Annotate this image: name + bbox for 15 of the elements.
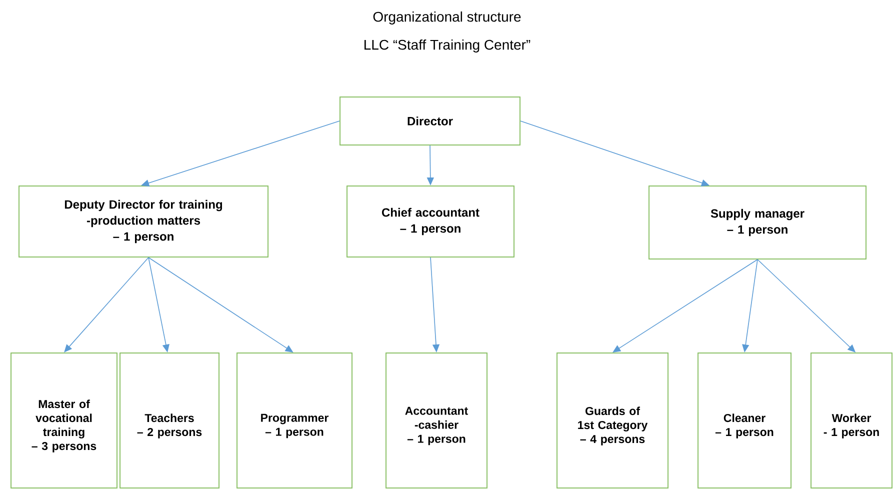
arrow <box>64 257 149 352</box>
title: Organizational structure <box>373 11 521 25</box>
arrow <box>612 259 758 352</box>
org-box: Worker - 1 person <box>810 352 892 488</box>
org-box: Guards of 1st Category – 4 persons <box>556 352 668 488</box>
org-box: Cleaner – 1 person <box>698 352 792 488</box>
org-box: Accountant -cashier – 1 person <box>386 352 488 488</box>
org-box: Chief accountant – 1 person <box>346 186 514 258</box>
org-box: Supply manager – 1 person <box>648 186 866 260</box>
org-box: Deputy Director for training -production matters – 1 person <box>18 186 268 258</box>
org-box: Master of vocational training – 3 persons <box>10 352 118 488</box>
org-box: Teachers – 2 persons <box>120 352 220 488</box>
subtitle: LLC “Staff Training Center” <box>364 39 530 53</box>
org-box: Programmer – 1 person <box>236 352 352 488</box>
org-box: Director <box>340 96 520 146</box>
